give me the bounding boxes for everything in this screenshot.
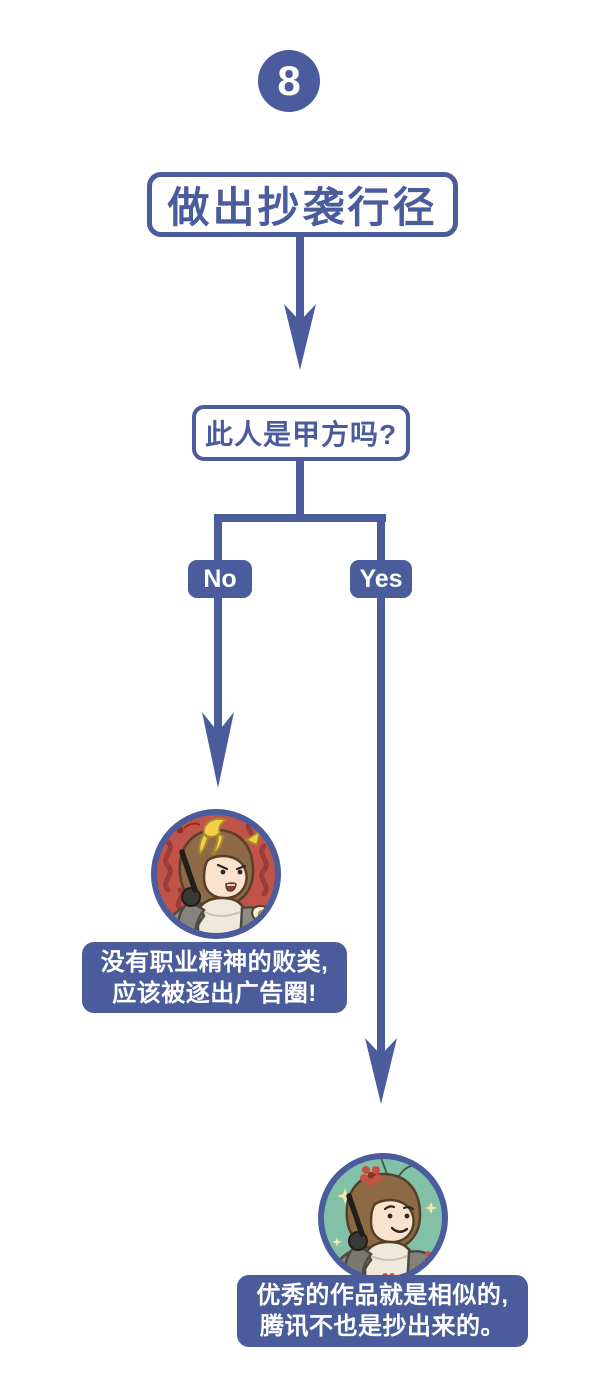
arrow-down-icon xyxy=(365,1038,397,1104)
question-text: 此人是甲方吗? xyxy=(204,419,398,450)
hair-flower xyxy=(360,1166,382,1186)
connector-question-to-split xyxy=(296,460,304,522)
step-number-badge: 8 xyxy=(258,50,320,112)
step-number: 8 xyxy=(277,57,301,104)
yes-caption-line1: 优秀的作品就是相似的, xyxy=(256,1282,509,1309)
arrow-title-to-question-shaft xyxy=(296,236,304,328)
arrow-down-icon xyxy=(202,712,234,788)
no-branch-caption: 没有职业精神的败类, 应该被逐出广告圈! xyxy=(82,942,347,1013)
title-text: 做出抄袭行径 xyxy=(167,184,438,231)
title-box: 做出抄袭行径 xyxy=(147,172,458,237)
smiling-designer-flowers-avatar-icon xyxy=(318,1153,448,1283)
question-box: 此人是甲方吗? xyxy=(192,405,410,461)
arrow-down-icon xyxy=(284,304,316,370)
no-caption-line1: 没有职业精神的败类, xyxy=(100,948,329,976)
angry-designer-banana-peel-avatar-icon xyxy=(151,809,281,939)
connector-split-to-yes xyxy=(377,514,385,566)
yes-branch-caption: 优秀的作品就是相似的, 腾讯不也是抄出来的。 xyxy=(237,1275,528,1347)
branch-label-yes: Yes xyxy=(350,560,412,598)
connector-split-to-no xyxy=(214,514,222,566)
branch-label-no: No xyxy=(188,560,252,598)
arrow-no-shaft xyxy=(214,594,222,736)
yes-caption-line2: 腾讯不也是抄出来的。 xyxy=(260,1313,505,1340)
connector-split-horizontal xyxy=(214,514,386,522)
no-label-text: No xyxy=(203,564,237,593)
no-caption-line2: 应该被逐出广告圈! xyxy=(112,979,317,1007)
yes-label-text: Yes xyxy=(359,564,403,593)
arrow-yes-shaft xyxy=(377,594,385,1056)
